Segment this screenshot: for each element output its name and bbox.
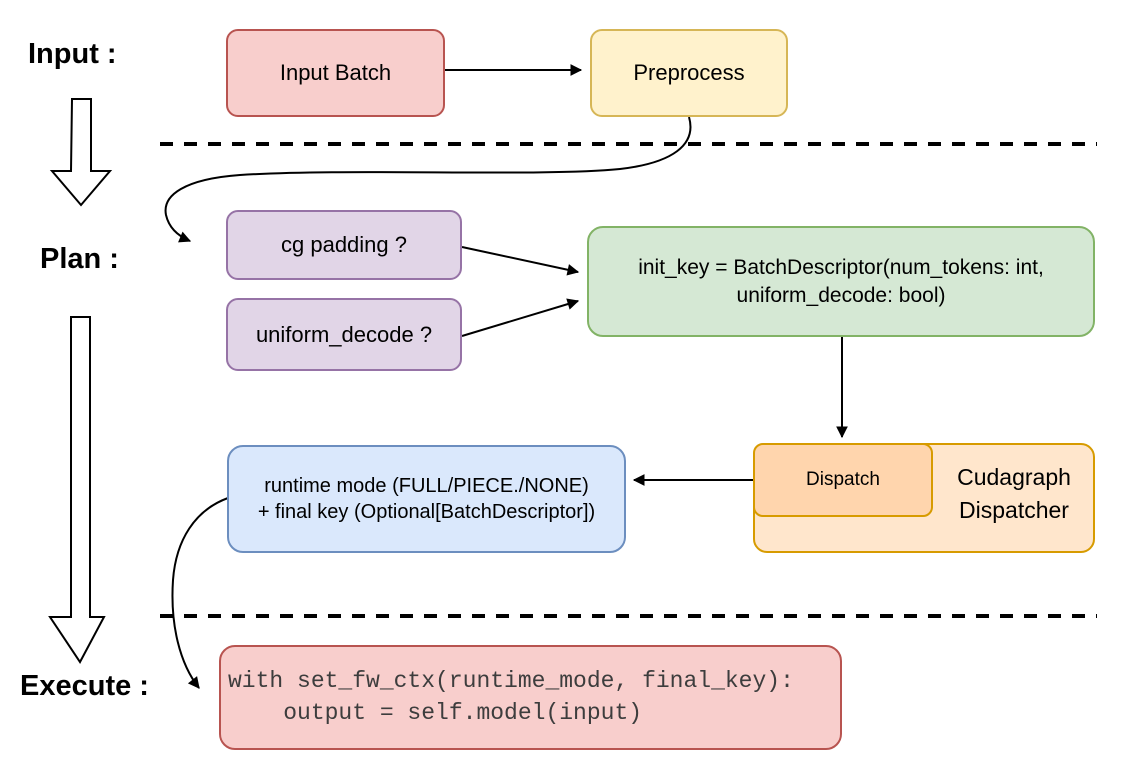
node-execute-code-line2: output = self.model(input) bbox=[228, 699, 643, 726]
node-uniform-decode: uniform_decode ? bbox=[226, 298, 462, 371]
plan-to-execute-arrow bbox=[48, 316, 106, 664]
input-to-plan-arrow bbox=[49, 98, 113, 207]
node-execute-code-line1: with set_fw_ctx(runtime_mode, final_key)… bbox=[228, 668, 794, 695]
node-runtime-mode-line2: + final key (Optional[BatchDescriptor]) bbox=[257, 501, 596, 523]
arrow-uniformdecode-to-initkey bbox=[461, 298, 580, 337]
node-runtime-mode-line1: runtime mode (FULL/PIECE./NONE) bbox=[264, 474, 589, 497]
node-execute-code: with set_fw_ctx(runtime_mode, final_key)… bbox=[219, 645, 842, 750]
node-preprocess-label: Preprocess bbox=[633, 60, 745, 86]
node-dispatch-label: Dispatch bbox=[806, 469, 880, 491]
stage-label-plan: Plan : bbox=[40, 243, 119, 275]
stage-label-execute: Execute : bbox=[20, 670, 149, 702]
node-input-batch-label: Input Batch bbox=[279, 60, 392, 86]
stage-label-input: Input : bbox=[28, 38, 117, 70]
node-init-key-line1: init_key = BatchDescriptor(num_tokens: i… bbox=[638, 255, 1044, 279]
node-cudagraph-dispatcher-label: Cudagraph Dispatcher bbox=[933, 461, 1095, 528]
arrow-runtimemode-to-execute bbox=[171, 497, 229, 689]
arrow-cgpadding-to-initkey bbox=[461, 246, 580, 276]
node-init-key-line2: uniform_decode: bool) bbox=[736, 283, 946, 307]
arrow-preprocess-to-cgpadding bbox=[164, 116, 692, 243]
node-cudagraph-dispatcher-line1: Cudagraph bbox=[957, 464, 1071, 490]
node-cudagraph-dispatcher-line2: Dispatcher bbox=[959, 497, 1069, 524]
node-uniform-decode-label: uniform_decode ? bbox=[255, 321, 433, 347]
node-init-key: init_key = BatchDescriptor(num_tokens: i… bbox=[587, 226, 1095, 337]
node-cg-padding: cg padding ? bbox=[226, 210, 462, 280]
node-preprocess: Preprocess bbox=[590, 29, 788, 117]
node-cg-padding-label: cg padding ? bbox=[281, 232, 407, 258]
node-dispatch: Dispatch bbox=[753, 443, 933, 517]
node-runtime-mode: runtime mode (FULL/PIECE./NONE) + final … bbox=[227, 445, 626, 553]
node-input-batch: Input Batch bbox=[226, 29, 445, 117]
